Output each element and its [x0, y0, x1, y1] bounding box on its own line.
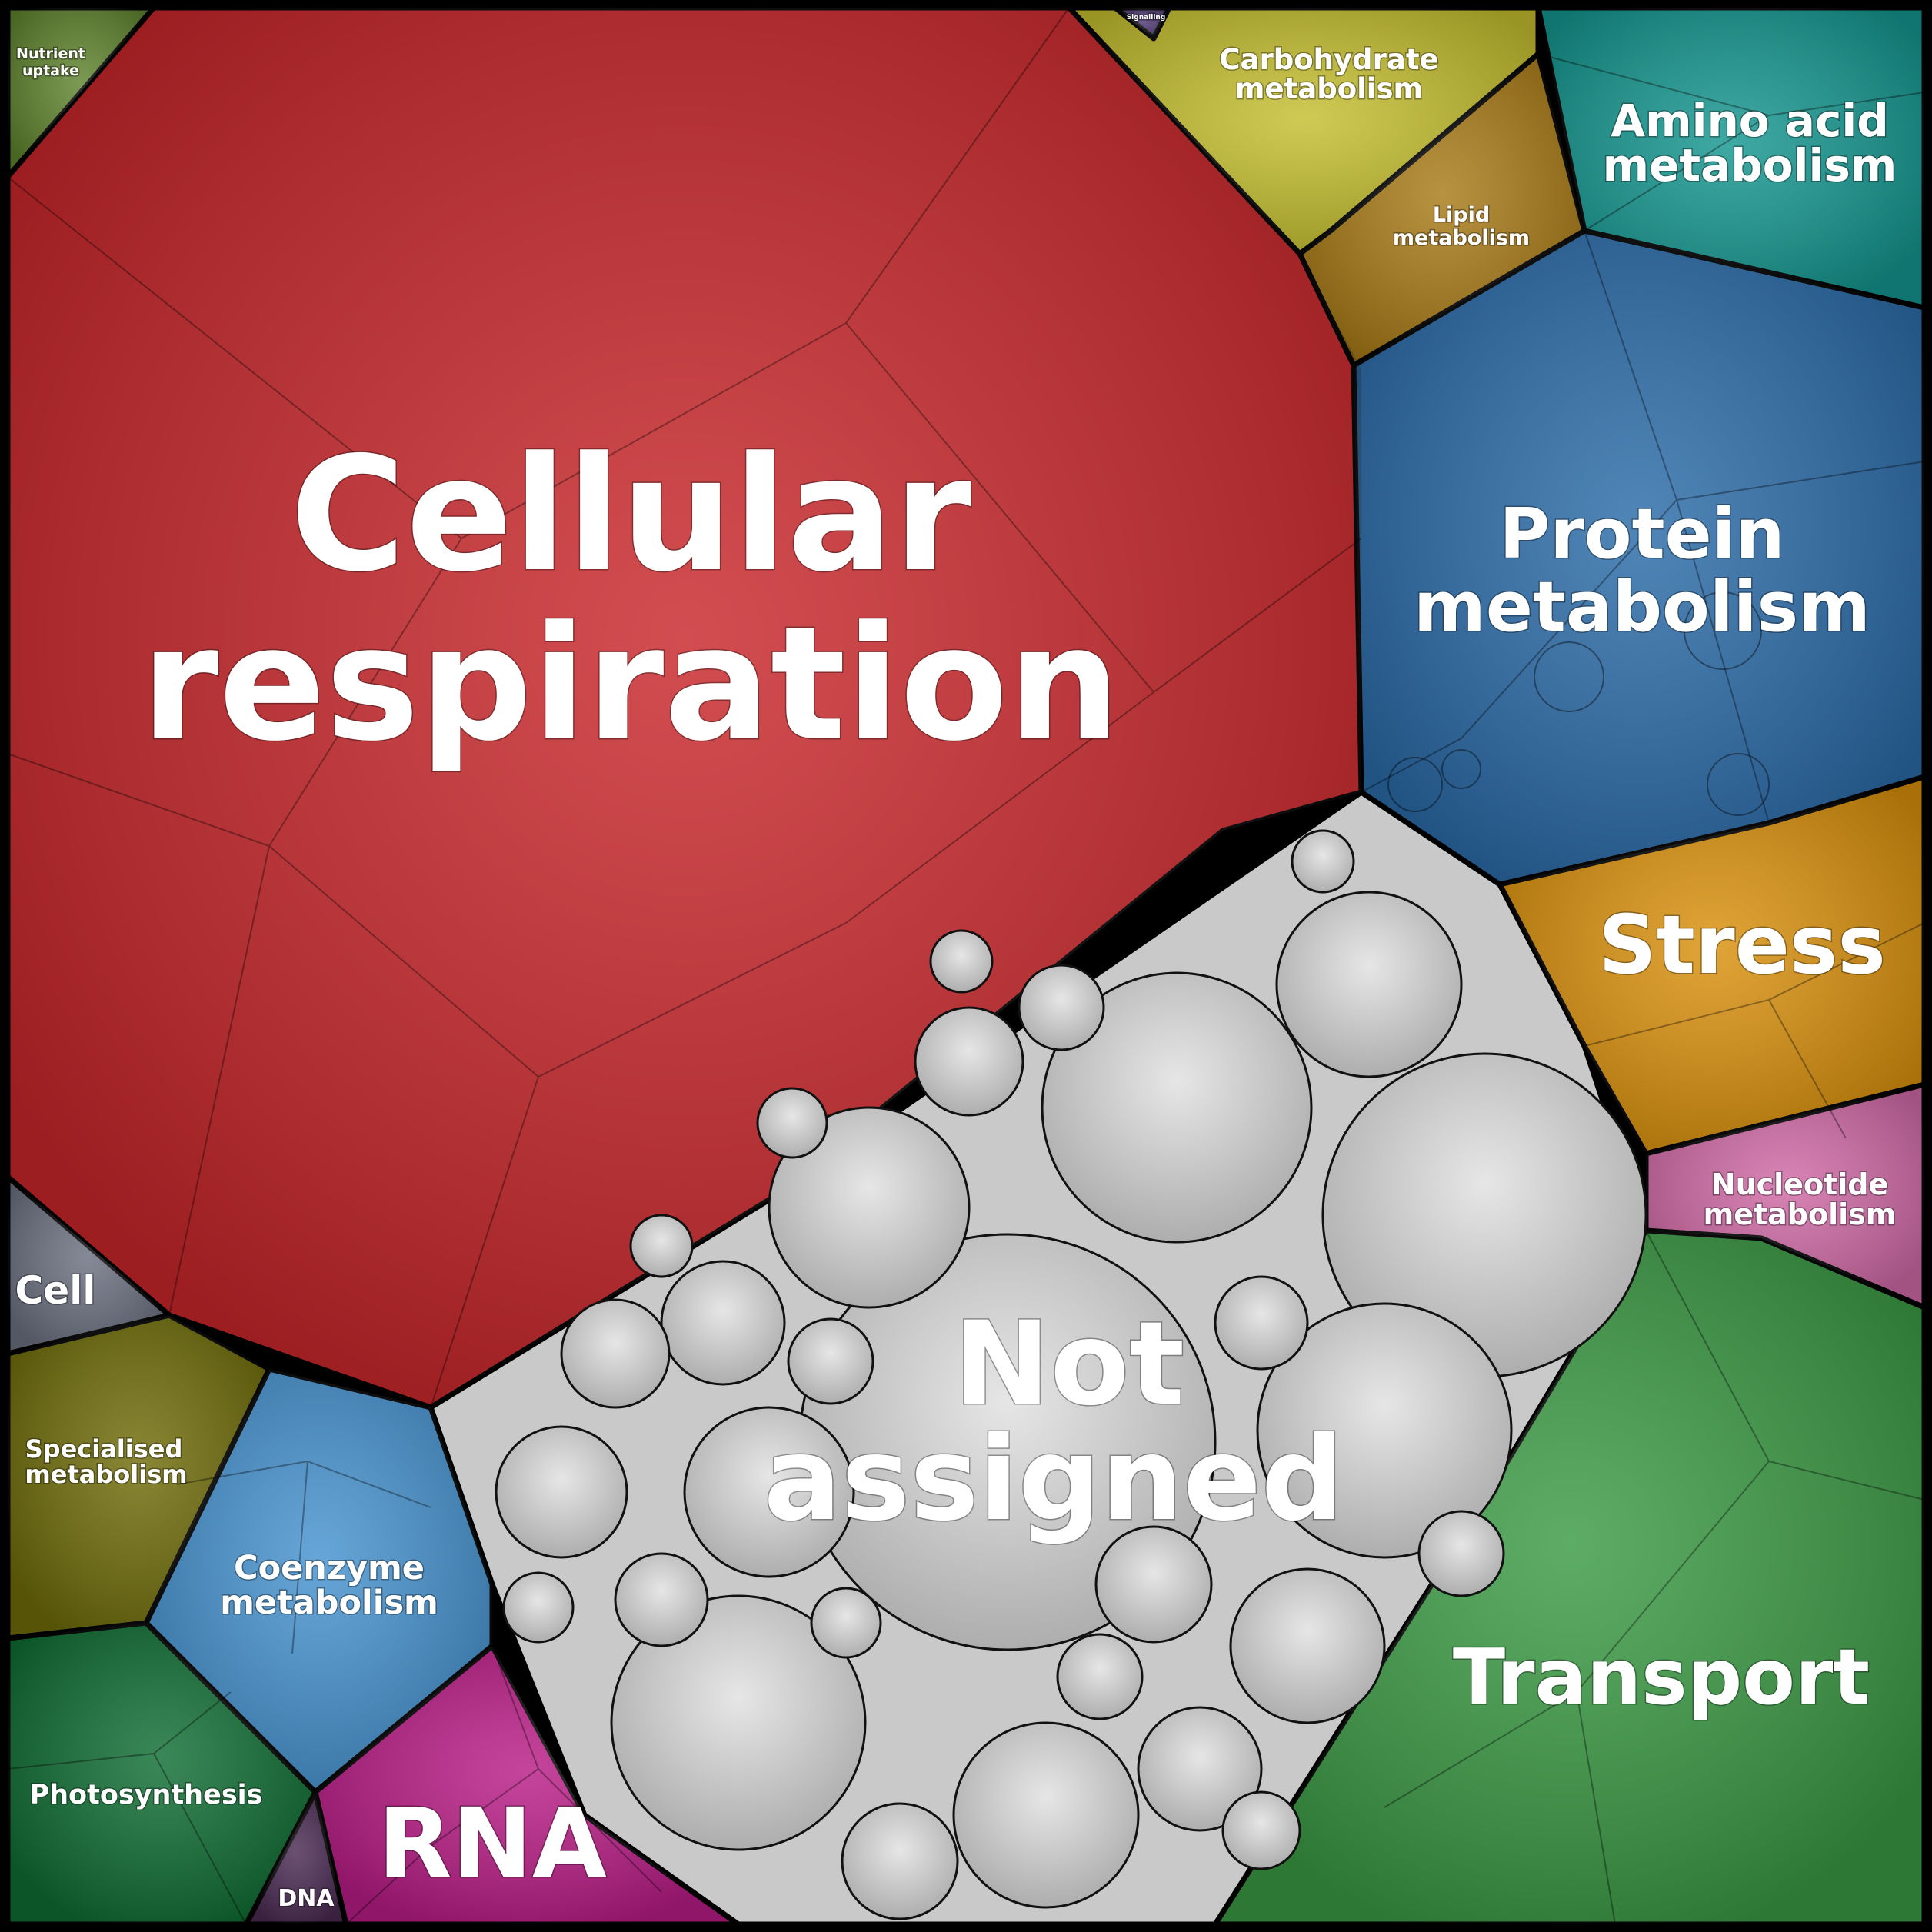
- internal-cell-lines: [7, 7, 1925, 1925]
- not-assigned-cell[interactable]: [841, 1802, 959, 1920]
- region-protein-metabolism[interactable]: [1351, 228, 1927, 888]
- not-assigned-cell[interactable]: [1056, 1633, 1144, 1720]
- not-assigned-cell[interactable]: [914, 1006, 1024, 1117]
- not-assigned-cell[interactable]: [502, 1571, 575, 1644]
- not-assigned-cell[interactable]: [768, 1106, 971, 1309]
- not-assigned-cell[interactable]: [787, 1317, 874, 1405]
- not-assigned-cell[interactable]: [929, 929, 994, 994]
- not-assigned-cell[interactable]: [683, 1406, 855, 1578]
- not-assigned-cell[interactable]: [614, 1552, 709, 1647]
- not-assigned-cell[interactable]: [1275, 891, 1463, 1078]
- not-assigned-cell[interactable]: [1094, 1525, 1213, 1644]
- not-assigned-cell[interactable]: [1137, 1706, 1263, 1832]
- not-assigned-cell[interactable]: [1041, 971, 1313, 1244]
- not-assigned-cell[interactable]: [1229, 1567, 1386, 1724]
- not-assigned-cell[interactable]: [560, 1298, 671, 1409]
- not-assigned-cell[interactable]: [629, 1214, 694, 1278]
- not-assigned-cell[interactable]: [952, 1721, 1140, 1909]
- not-assigned-cell[interactable]: [660, 1260, 786, 1386]
- not-assigned-cell[interactable]: [1417, 1510, 1505, 1597]
- not-assigned-cell[interactable]: [1256, 1302, 1513, 1559]
- not-assigned-cell[interactable]: [1018, 964, 1105, 1051]
- not-assigned-cells: [495, 829, 1647, 1920]
- not-assigned-cell[interactable]: [1214, 1275, 1309, 1371]
- not-assigned-cell[interactable]: [1291, 829, 1355, 894]
- not-assigned-cell[interactable]: [756, 1087, 828, 1159]
- not-assigned-cell[interactable]: [810, 1587, 882, 1659]
- protein-subcells: [1387, 591, 1770, 816]
- not-assigned-cell[interactable]: [1221, 1790, 1301, 1870]
- not-assigned-cell[interactable]: [495, 1425, 628, 1559]
- not-assigned-cell[interactable]: [610, 1594, 867, 1851]
